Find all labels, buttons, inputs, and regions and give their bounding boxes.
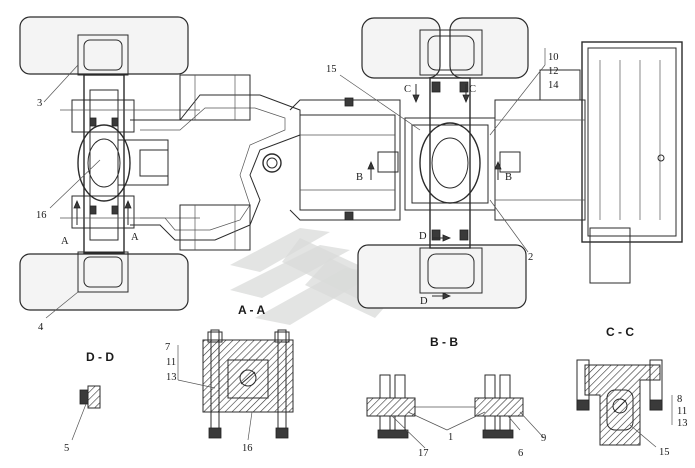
section-title-dd: D - D [86, 350, 114, 364]
callout-8: 8 [677, 394, 682, 405]
callout-6: 6 [518, 448, 523, 459]
detail-cc [576, 359, 673, 448]
section-a-left: A [61, 236, 69, 247]
central-frame [117, 74, 401, 251]
front-right-tyre-top [449, 17, 529, 79]
right-axle-assembly [357, 17, 529, 309]
callout-numbers: 1 2 3 4 5 6 7 8 9 10 11 12 13 14 15 16 1… [36, 52, 688, 459]
callout-11-aa: 11 [166, 357, 176, 368]
callout-10: 10 [548, 52, 559, 63]
front-tyre-bottom [357, 244, 527, 309]
rear-left-tyre-bottom [19, 253, 189, 311]
callout-13-cc: 13 [677, 418, 688, 429]
section-d-top: D [419, 231, 427, 242]
section-titles: A - A B - B C - C D - D [86, 303, 634, 364]
callout-14: 14 [548, 80, 559, 91]
detail-bb [366, 374, 545, 449]
detail-dd [71, 385, 101, 441]
callout-9: 9 [541, 433, 546, 444]
section-title-aa: A - A [238, 303, 265, 317]
callout-1: 1 [448, 432, 453, 443]
left-axle-assembly [19, 16, 200, 311]
section-marks: A A B B C C D D [61, 84, 512, 307]
section-title-cc: C - C [606, 325, 634, 339]
section-a-right: A [131, 232, 139, 243]
section-b-right: B [505, 172, 512, 183]
engine-frame [494, 41, 683, 284]
callout-15: 15 [326, 64, 337, 75]
callout-17: 17 [418, 448, 429, 459]
section-c-left: C [404, 84, 411, 95]
detail-aa [177, 329, 294, 441]
watermark-logo [230, 228, 398, 325]
callout-13-aa: 13 [166, 372, 177, 383]
callout-11-cc: 11 [677, 406, 687, 417]
callout-16: 16 [36, 210, 47, 221]
callout-16-aa: 16 [242, 443, 253, 454]
callout-5: 5 [64, 443, 69, 454]
section-b-left: B [356, 172, 363, 183]
callout-7: 7 [165, 342, 170, 353]
callout-12: 12 [548, 66, 559, 77]
leader-lines [43, 48, 546, 319]
callout-15-cc: 15 [659, 447, 670, 458]
rear-left-tyre-top [19, 16, 189, 75]
callout-4: 4 [38, 322, 44, 333]
callout-3: 3 [37, 98, 42, 109]
section-title-bb: B - B [430, 335, 458, 349]
callout-2: 2 [528, 252, 533, 263]
section-d-bottom: D [420, 296, 428, 307]
section-c-right: C [469, 84, 476, 95]
